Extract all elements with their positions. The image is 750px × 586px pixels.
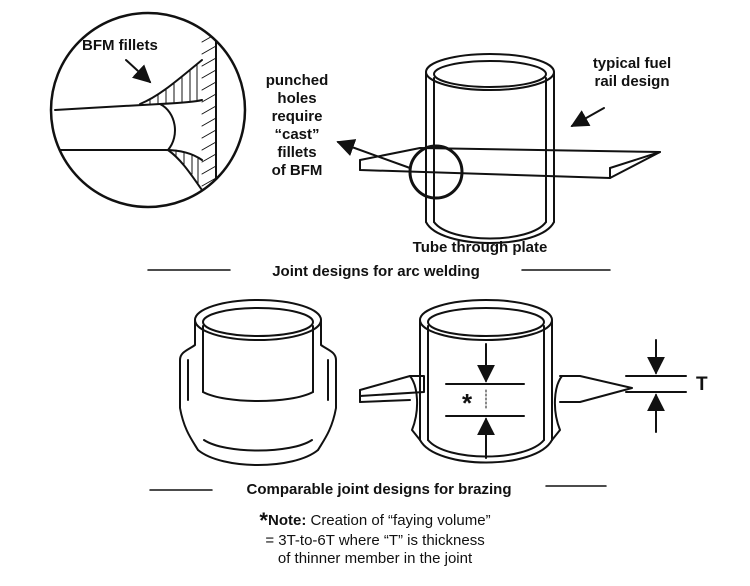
flanged-plate-joint-drawing xyxy=(359,299,633,464)
svg-text:of BFM: of BFM xyxy=(272,162,323,179)
note-asterisk: * xyxy=(259,508,268,533)
note-line-2: = 3T-to-6T where “T” is thickness xyxy=(265,532,485,549)
svg-text:“cast”: “cast” xyxy=(274,126,319,143)
tube-through-plate-drawing xyxy=(336,53,661,244)
punched-holes-label: punched holes require “cast” fillets of … xyxy=(266,72,329,179)
note-label: Note: xyxy=(267,512,307,529)
fillet-hatching xyxy=(149,63,199,185)
note-line-3: of thinner member in the joint xyxy=(277,550,473,567)
bfm-fillets-label: BFM fillets xyxy=(82,37,158,54)
thickness-symbol: T xyxy=(696,374,708,395)
svg-text:require: require xyxy=(272,108,323,125)
arc-welding-heading: Joint designs for arc welding xyxy=(272,263,480,280)
fuel-rail-label: typical fuel rail design xyxy=(593,55,671,90)
faying-volume-marker: * xyxy=(462,388,473,418)
svg-text:typical fuel: typical fuel xyxy=(593,55,671,72)
lap-joint-tube-drawing xyxy=(179,299,337,466)
tube-through-plate-label: Tube through plate xyxy=(413,239,548,256)
svg-text:rail design: rail design xyxy=(594,73,669,90)
thickness-indicator xyxy=(625,339,687,433)
svg-text:holes: holes xyxy=(277,90,316,107)
wall-hatching xyxy=(201,21,217,199)
svg-text:fillets: fillets xyxy=(277,144,316,161)
note-line-1: *Note: Creation of “faying volume” xyxy=(0,510,750,532)
brazing-heading: Comparable joint designs for brazing xyxy=(246,481,511,498)
svg-text:punched: punched xyxy=(266,72,329,89)
note-text-1: Creation of “faying volume” xyxy=(310,512,491,529)
